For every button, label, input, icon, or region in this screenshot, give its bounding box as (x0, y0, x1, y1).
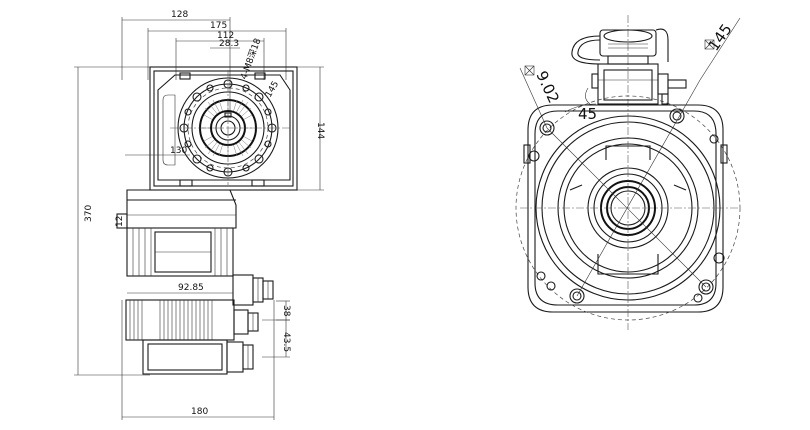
side-view: 370 128 175 112 28.3 4-M8深18 145 144 (74, 10, 325, 420)
motor-fins (132, 228, 228, 276)
dim-112: 112 (217, 31, 234, 41)
dim-370: 370 (84, 205, 94, 222)
dim-12: 12 (115, 216, 125, 227)
dim-128: 128 (171, 10, 188, 20)
dim-43-5: 43.5 (281, 332, 291, 352)
dim-28-3: 28.3 (219, 39, 239, 49)
dim-130: 130 (170, 146, 187, 156)
dim-175: 175 (210, 21, 227, 31)
dim-38: 38 (281, 305, 291, 317)
dim-180: 180 (191, 407, 208, 417)
dim-144: 144 (315, 122, 325, 139)
encoder-fins (129, 300, 213, 340)
dim-9-02: 9.02 (532, 68, 562, 106)
front-view: 145 9.02 45 (515, 15, 741, 330)
dim-45: 45 (578, 105, 597, 123)
dim-92-85: 92.85 (178, 283, 204, 293)
dim-4-m8: 4-M8深18 (238, 37, 263, 81)
